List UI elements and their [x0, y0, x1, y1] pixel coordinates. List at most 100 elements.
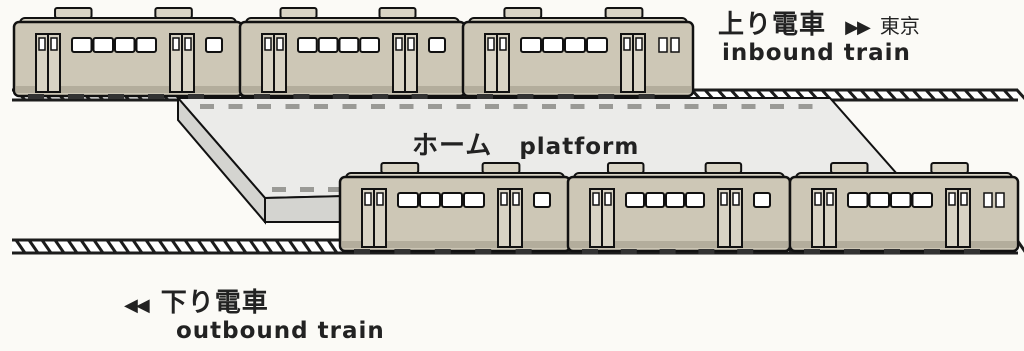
- door-window: [499, 37, 507, 51]
- track-tie: [937, 88, 950, 102]
- car-bogie: [108, 94, 124, 99]
- door-window: [960, 192, 968, 206]
- car-bogie: [804, 249, 820, 254]
- track-tie: [287, 239, 300, 254]
- car-window: [441, 192, 463, 208]
- door-window: [376, 192, 384, 206]
- track-tie: [1002, 88, 1015, 102]
- car-window: [890, 192, 912, 208]
- platform-edge-mark: [228, 104, 243, 109]
- track-tie: [40, 239, 53, 254]
- roof-vent: [606, 162, 645, 174]
- train-car: [788, 162, 1020, 254]
- track-tie: [131, 239, 144, 254]
- car-window: [658, 37, 668, 53]
- door-window: [592, 192, 600, 206]
- car-window: [205, 37, 223, 53]
- car-bogie: [28, 94, 44, 99]
- track-tie: [183, 239, 196, 254]
- platform-edge-mark: [272, 187, 286, 192]
- car-bogie: [620, 249, 637, 254]
- platform-edge-mark: [684, 104, 699, 109]
- car-window: [847, 192, 869, 208]
- track-tie: [14, 239, 27, 254]
- track-tie: [222, 239, 235, 254]
- platform-edge-mark: [485, 104, 499, 109]
- track-tie: [300, 239, 313, 254]
- door-window: [732, 192, 740, 206]
- door-window: [512, 192, 520, 206]
- platform-edge-markings: [200, 104, 813, 192]
- roof-vent: [54, 7, 93, 19]
- train-car: [238, 7, 467, 99]
- outbound-label-en: outbound train: [176, 318, 385, 344]
- roof-vent: [704, 162, 743, 174]
- train-car: [461, 7, 695, 99]
- car-window: [520, 37, 542, 53]
- roof-vent: [154, 7, 193, 19]
- car-window: [868, 192, 890, 208]
- track-tie: [326, 239, 339, 254]
- platform-edge-mark: [770, 104, 784, 109]
- track-tie: [911, 88, 924, 102]
- track-tie: [989, 88, 1002, 102]
- car-bogie: [477, 94, 493, 99]
- platform-edge-mark: [570, 104, 585, 109]
- door-window: [172, 37, 180, 51]
- car-window: [995, 192, 1005, 208]
- door-window: [623, 37, 631, 51]
- outbound-train: [338, 162, 1020, 254]
- car-skirt: [792, 241, 1016, 248]
- platform-edge-mark: [342, 104, 357, 109]
- car-bogie: [293, 94, 310, 99]
- car-bogie: [582, 249, 598, 254]
- train-car: [566, 162, 792, 254]
- track-tie: [248, 239, 261, 254]
- inbound-label-en: inbound train: [722, 40, 911, 66]
- car-window: [428, 37, 446, 53]
- track-tie: [872, 88, 885, 102]
- car-skirt: [16, 86, 240, 93]
- track-tie: [209, 239, 222, 254]
- platform-edge-mark: [798, 104, 813, 109]
- car-bogie: [332, 94, 349, 99]
- door-window: [264, 37, 272, 51]
- car-bogie: [698, 249, 715, 254]
- track-tie: [898, 88, 911, 102]
- platform-label-en: platform: [519, 134, 640, 160]
- car-bogie: [517, 94, 534, 99]
- roof-vent: [830, 162, 869, 174]
- platform-front: [264, 194, 346, 223]
- car-skirt: [342, 241, 568, 248]
- platform-edge-mark: [741, 104, 756, 109]
- car-window: [92, 37, 114, 53]
- roof-vent: [380, 162, 420, 174]
- track-tie: [79, 239, 92, 254]
- door-window: [364, 192, 372, 206]
- car-bogie: [68, 94, 84, 99]
- door-window: [407, 37, 415, 51]
- car-bogie: [394, 249, 411, 254]
- track-tie: [235, 239, 248, 254]
- door-window: [276, 37, 284, 51]
- car-bogie: [964, 249, 980, 254]
- train-car: [338, 162, 572, 254]
- platform-edge-mark: [713, 104, 727, 109]
- track-tie: [118, 239, 131, 254]
- car-skirt: [570, 241, 788, 248]
- door-window: [604, 192, 612, 206]
- train-car: [12, 7, 244, 99]
- car-window: [419, 192, 441, 208]
- track-tie: [963, 88, 976, 102]
- track-tie: [157, 239, 170, 254]
- platform-edge-mark: [257, 104, 271, 109]
- car-window: [397, 192, 419, 208]
- inbound-label-jp: 上り電車: [718, 10, 827, 40]
- track-tie: [144, 239, 157, 254]
- car-bogie: [638, 94, 655, 99]
- platform-edge-mark: [200, 104, 214, 109]
- car-window: [983, 192, 993, 208]
- platform-edge-mark: [314, 104, 328, 109]
- platform-edge-mark: [399, 104, 414, 109]
